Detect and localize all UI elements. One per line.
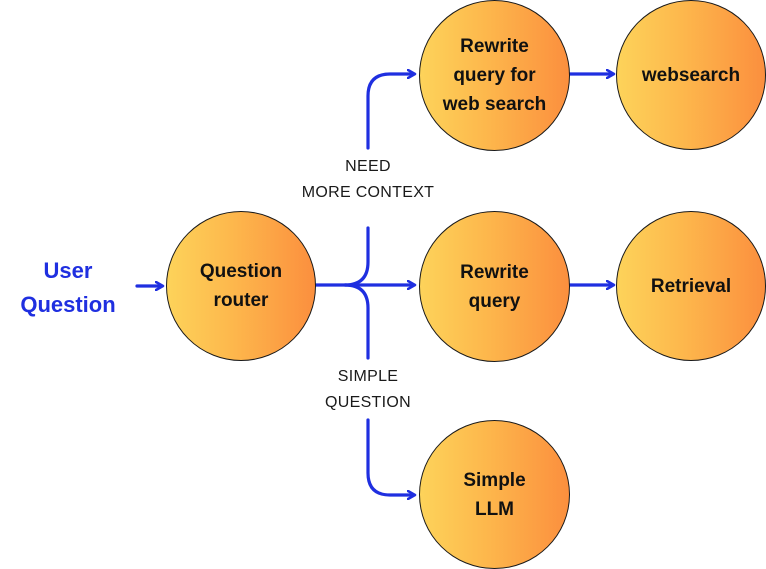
rewrite-query-for-web-search-label: Rewrite query for web search bbox=[442, 36, 547, 115]
retrieval-label: Retrieval bbox=[650, 275, 732, 297]
rewrite-query-label: Rewrite query bbox=[460, 261, 529, 312]
need-more-context-label: NEED MORE CONTEXT bbox=[301, 158, 435, 201]
user-question-label: User Question bbox=[20, 258, 116, 317]
question-router-label: Question router bbox=[199, 261, 283, 311]
rewrite-query-node: Rewrite query bbox=[419, 211, 570, 362]
rewrite-query-for-web-search-node: Rewrite query for web search bbox=[419, 0, 570, 151]
arrow-router-to-simple-llm bbox=[343, 283, 414, 495]
websearch-node: websearch bbox=[616, 0, 766, 150]
simple-question-label: SIMPLE QUESTION bbox=[325, 368, 411, 411]
websearch-label: websearch bbox=[641, 64, 741, 86]
question-router-node: Question router bbox=[166, 211, 316, 361]
simple-llm-label: Simple LLM bbox=[463, 469, 526, 520]
retrieval-node: Retrieval bbox=[616, 211, 766, 361]
simple-llm-node: Simple LLM bbox=[419, 420, 570, 569]
